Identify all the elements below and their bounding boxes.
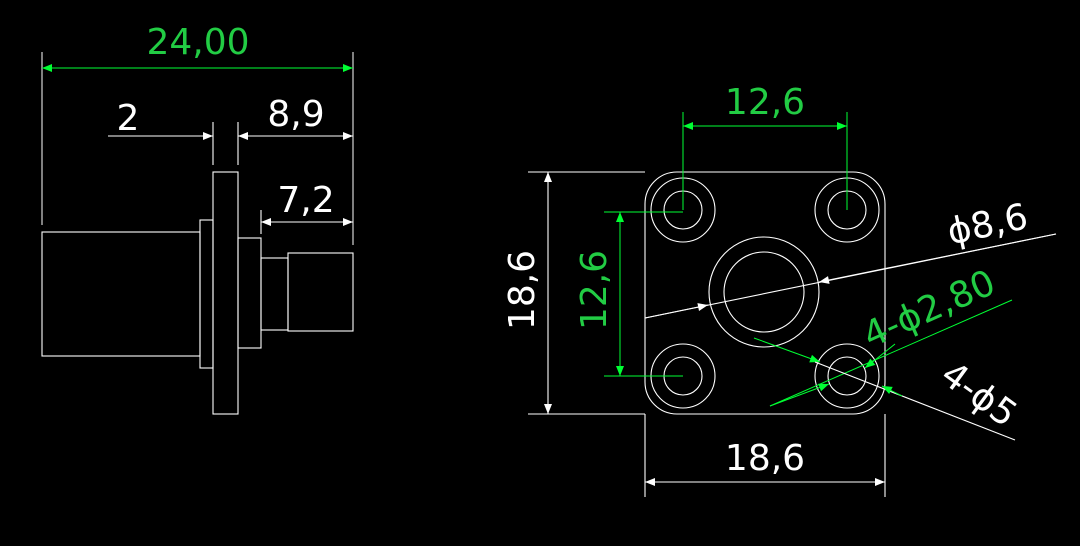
dim-label-overall-height: 18,6 bbox=[502, 250, 543, 330]
dim-label-hole-counterbore-diameter: 4-ϕ5 bbox=[933, 354, 1024, 436]
barrel-step bbox=[199, 219, 214, 369]
rear-step bbox=[237, 237, 262, 349]
front-view: 12,6 12,6 18,6 18,6 ϕ8,6 bbox=[502, 82, 1057, 497]
connector-barrel bbox=[41, 231, 201, 357]
dim-label-pin-length: 7,2 bbox=[277, 180, 334, 221]
dim-overall-length: 24,00 bbox=[41, 22, 354, 245]
dim-pin-length: 7,2 bbox=[260, 180, 353, 234]
dim-label-overall-length: 24,00 bbox=[146, 22, 249, 63]
flange bbox=[212, 171, 239, 415]
side-view-body bbox=[41, 171, 354, 415]
pin-body bbox=[287, 252, 354, 332]
side-view: 24,00 2 8,9 7,2 bbox=[41, 22, 354, 415]
mounting-hole-bottom-right bbox=[814, 343, 880, 409]
center-connector bbox=[708, 236, 820, 348]
dim-hole-spacing-horizontal: 12,6 bbox=[682, 82, 848, 210]
dim-label-flange-thickness: 2 bbox=[117, 98, 140, 139]
dim-label-mounting-hole-diameter: 4-ϕ2,80 bbox=[857, 262, 1001, 356]
dim-overall-width: 18,6 bbox=[644, 414, 886, 497]
square-flange bbox=[644, 171, 886, 415]
dim-label-front-length: 8,9 bbox=[267, 94, 324, 135]
dim-label-hole-spacing-horizontal: 12,6 bbox=[725, 82, 805, 123]
dim-hole-counterbore-diameter: 4-ϕ5 bbox=[814, 354, 1024, 441]
dim-overall-height: 18,6 bbox=[502, 171, 645, 415]
dim-label-overall-width: 18,6 bbox=[725, 438, 805, 479]
dim-label-hole-spacing-vertical: 12,6 bbox=[574, 250, 615, 330]
pin-collar bbox=[260, 257, 289, 331]
dim-label-center-diameter: ϕ8,6 bbox=[944, 196, 1032, 253]
dim-front-length: 8,9 bbox=[238, 94, 353, 140]
dim-hole-spacing-vertical: 12,6 bbox=[574, 211, 683, 377]
